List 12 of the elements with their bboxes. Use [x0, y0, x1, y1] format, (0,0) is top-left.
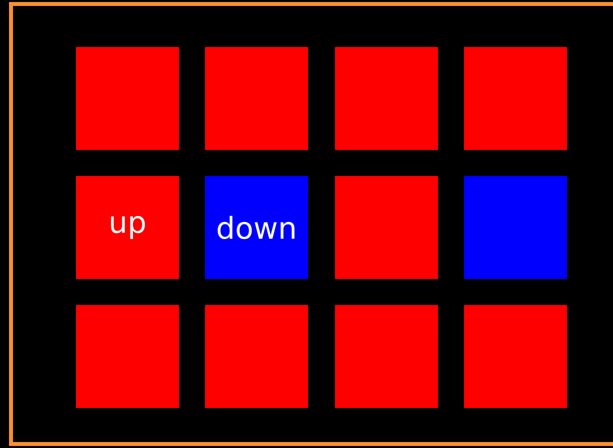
square-tile — [335, 305, 438, 408]
square-tile — [335, 176, 438, 279]
square-tile — [464, 176, 567, 279]
square-tile — [205, 305, 308, 408]
square-tile: up — [76, 176, 179, 279]
square-tile — [205, 47, 308, 150]
square-tile — [464, 47, 567, 150]
square-tile — [464, 305, 567, 408]
square-tile: down — [205, 176, 308, 279]
square-tile — [335, 47, 438, 150]
square-tile — [76, 47, 179, 150]
square-tile — [76, 305, 179, 408]
